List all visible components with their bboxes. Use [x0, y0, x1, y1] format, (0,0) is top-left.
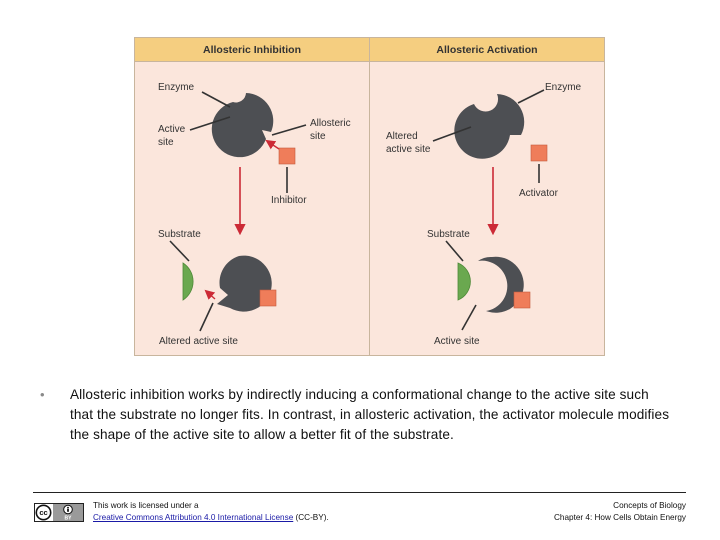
license-line: This work is licensed under a	[93, 501, 199, 510]
enzyme-pointer-right	[517, 89, 545, 104]
activated-enzyme-shape	[478, 256, 524, 313]
allosteric-site-label: Allosteric	[310, 118, 351, 129]
substrate-label: Substrate	[158, 229, 201, 240]
enzyme-shape	[211, 93, 274, 158]
bound-inhibitor-shape	[259, 289, 277, 307]
active-site-label-2: site	[158, 137, 174, 148]
caption-paragraph: Allosteric inhibition works by indirectl…	[70, 387, 670, 442]
altered-site-indicator	[204, 289, 216, 300]
bound-activator-shape	[513, 291, 531, 309]
license-line-2: Creative Commons Attribution 4.0 Interna…	[93, 512, 329, 524]
cc-icon: cc	[39, 508, 47, 517]
license-notice: This work is licensed under a Creative C…	[93, 500, 329, 524]
substrate-pointer	[169, 240, 190, 262]
inhibitor-label: Inhibitor	[271, 195, 307, 206]
substrate-shape	[182, 262, 194, 301]
enzyme-label-right: Enzyme	[545, 82, 582, 93]
by-icon-label: BY	[65, 516, 73, 522]
cc-by-badge: cc BY	[34, 503, 84, 522]
altered-active-site-label-right-2: active site	[386, 144, 431, 155]
altered-active-site-label-right: Altered	[386, 131, 418, 142]
substrate-label-right: Substrate	[427, 229, 470, 240]
allosteric-regulation-figure: Allosteric Inhibition Allosteric Activat…	[134, 37, 605, 356]
inhibitor-shape	[278, 147, 296, 165]
altered-active-site-pointer	[199, 302, 214, 332]
right-panel-heading: Allosteric Activation	[436, 44, 537, 56]
allosteric-site-label-2: site	[310, 131, 326, 142]
enzyme-label: Enzyme	[158, 82, 195, 93]
substrate-shape-right	[457, 262, 471, 301]
left-panel-header	[134, 37, 370, 62]
substrate-pointer-right	[445, 240, 464, 262]
footer-divider	[33, 492, 686, 493]
source-credit: Concepts of Biology Chapter 4: How Cells…	[554, 500, 686, 524]
left-panel-heading: Allosteric Inhibition	[203, 44, 301, 56]
license-suffix: (CC-BY).	[293, 513, 329, 522]
altered-active-site-pointer-right	[432, 126, 472, 142]
right-panel	[369, 37, 605, 356]
active-site-label: Active	[158, 124, 186, 135]
active-site-label-right: Active site	[434, 336, 480, 347]
active-site-pointer	[189, 116, 231, 131]
enzyme-pointer	[201, 91, 231, 108]
bullet-marker: •	[40, 387, 45, 402]
license-link[interactable]: Creative Commons Attribution 4.0 Interna…	[93, 513, 294, 522]
altered-enzyme-shape	[217, 255, 272, 312]
book-title: Concepts of Biology	[613, 501, 686, 510]
active-site-pointer-right	[461, 304, 477, 331]
right-panel-header	[369, 37, 605, 62]
enzyme-shape-right	[454, 94, 525, 159]
altered-active-site-label: Altered active site	[159, 336, 238, 347]
inhibitor-approach-arrow	[265, 139, 280, 150]
activator-shape	[530, 144, 548, 162]
chapter-title: Chapter 4: How Cells Obtain Energy	[554, 513, 686, 522]
activator-label: Activator	[519, 188, 559, 199]
allosteric-site-pointer	[271, 124, 307, 136]
